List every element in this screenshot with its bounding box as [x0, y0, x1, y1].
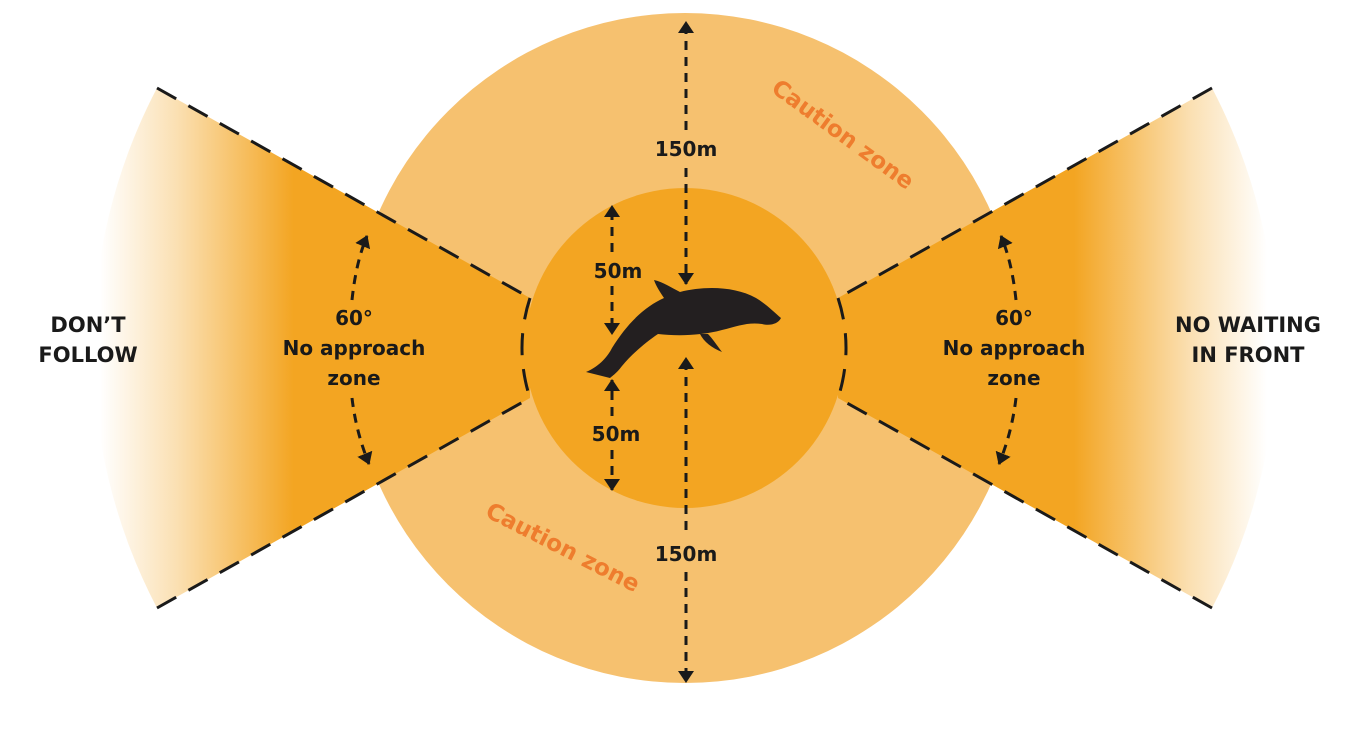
no-waiting-line2: IN FRONT — [1191, 343, 1305, 367]
no-waiting-line1: NO WAITING — [1175, 313, 1321, 337]
right-zone-line2: zone — [987, 366, 1041, 390]
dont-follow-line2: FOLLOW — [38, 343, 138, 367]
distance-50m-top-label: 50m — [593, 259, 643, 283]
left-zone-line2: zone — [327, 366, 381, 390]
left-no-approach-wedge — [92, 88, 530, 608]
distance-150m-top-label: 150m — [654, 137, 718, 161]
right-no-approach-zone-label: 60° No approach zone — [932, 303, 1096, 393]
no-waiting-in-front-label: NO WAITING IN FRONT — [1168, 310, 1328, 370]
distance-50m-bottom-label: 50m — [591, 422, 641, 446]
left-zone-line1: No approach — [282, 336, 426, 360]
dolphin-icon — [586, 280, 781, 378]
angle-arrows — [350, 235, 1018, 465]
left-angle-label: 60° — [335, 306, 373, 330]
distance-150m-bottom-label: 150m — [654, 542, 718, 566]
left-no-approach-zone-label: 60° No approach zone — [272, 303, 436, 393]
dont-follow-line1: DON’T — [50, 313, 126, 337]
right-angle-label: 60° — [995, 306, 1033, 330]
right-zone-line1: No approach — [942, 336, 1086, 360]
right-no-approach-wedge — [838, 88, 1277, 608]
wedge-boundaries — [156, 86, 1213, 610]
dont-follow-label: DON’T FOLLOW — [18, 310, 158, 370]
inner-zone-circle — [525, 188, 845, 508]
